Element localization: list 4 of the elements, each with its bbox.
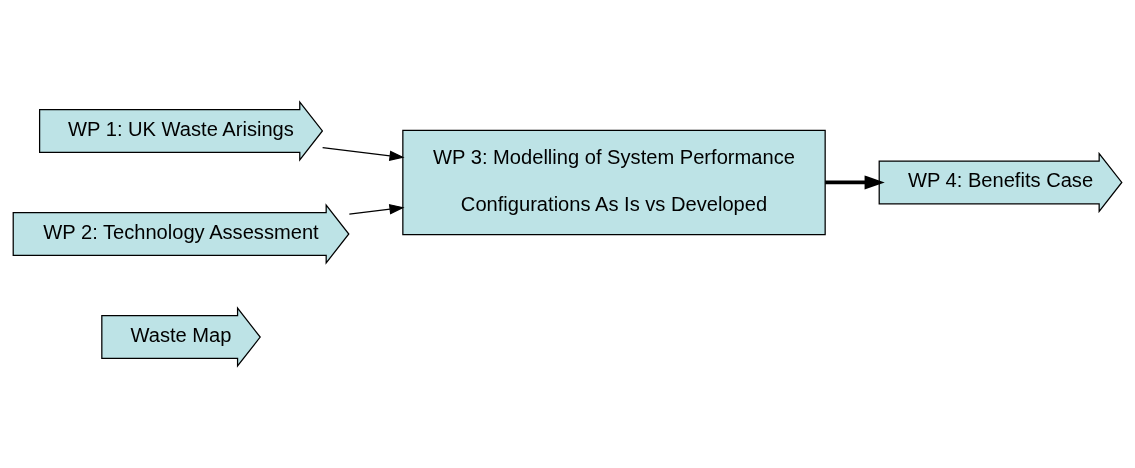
arrow (322, 147, 405, 161)
arrow (348, 203, 405, 215)
node-box: WP 3: Modelling of System Performance Configurations As Is vs Developed (402, 129, 826, 236)
arrow (825, 175, 885, 190)
